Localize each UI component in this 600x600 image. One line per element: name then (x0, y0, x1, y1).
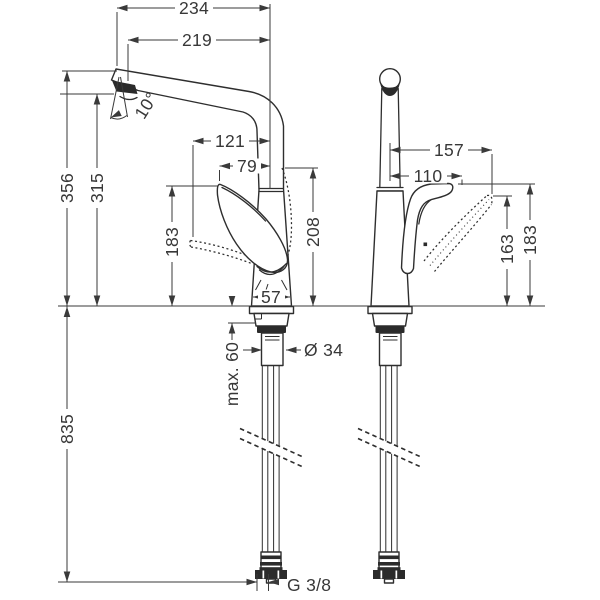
dim-handle-height-upright: 183 (520, 225, 540, 255)
side-view (110, 68, 304, 584)
dim-handle-reach-open: 121 (215, 131, 245, 151)
dim-spout-reach: 219 (182, 30, 212, 50)
supply-hoses-front (379, 365, 398, 552)
dim-base-width: 57 (261, 287, 281, 307)
hose-break-mark (239, 427, 304, 468)
front-view (357, 67, 493, 584)
dim-outlet-height: 315 (87, 173, 107, 203)
dim-hose-length: 835 (57, 414, 77, 444)
connector-nut (255, 570, 287, 579)
base-and-shank-front (367, 305, 413, 367)
seal-ring (257, 326, 286, 333)
handle-lever-front (400, 182, 454, 275)
supply-hoses (261, 365, 280, 552)
handle-open-position-dotted (189, 239, 257, 265)
aerator (112, 80, 138, 94)
base-and-shank (248, 305, 295, 367)
handle-tilted-dotted (423, 194, 493, 272)
dim-handle-tip-height: 183 (162, 227, 182, 257)
dim-handle-reach-front: 110 (414, 166, 443, 186)
hose-connector-front (373, 551, 405, 584)
dim-thread-size: G 3/8 (287, 575, 331, 595)
dim-handle-height-tilted: 163 (497, 234, 517, 264)
dim-total-reach: 234 (179, 0, 209, 18)
dim-total-height: 356 (57, 173, 77, 203)
dim-max-counter-thickness: max. 60 (222, 342, 242, 406)
dim-handle-reach-upright: 79 (237, 156, 257, 176)
hose-break-mark-front (357, 427, 422, 468)
mounting-shank (260, 332, 284, 367)
handle-lever (216, 183, 289, 276)
spout-end-crescent (380, 83, 400, 96)
hose-connector (255, 551, 287, 584)
column-left-edge (379, 87, 383, 189)
dim-shank-diameter: Ø 34 (304, 340, 343, 360)
handle-raised-outline-dotted (281, 167, 293, 264)
dim-handle-reach-tilted: 157 (434, 140, 464, 160)
angle-annotation (109, 76, 128, 121)
dim-clearance-height: 208 (303, 217, 323, 247)
